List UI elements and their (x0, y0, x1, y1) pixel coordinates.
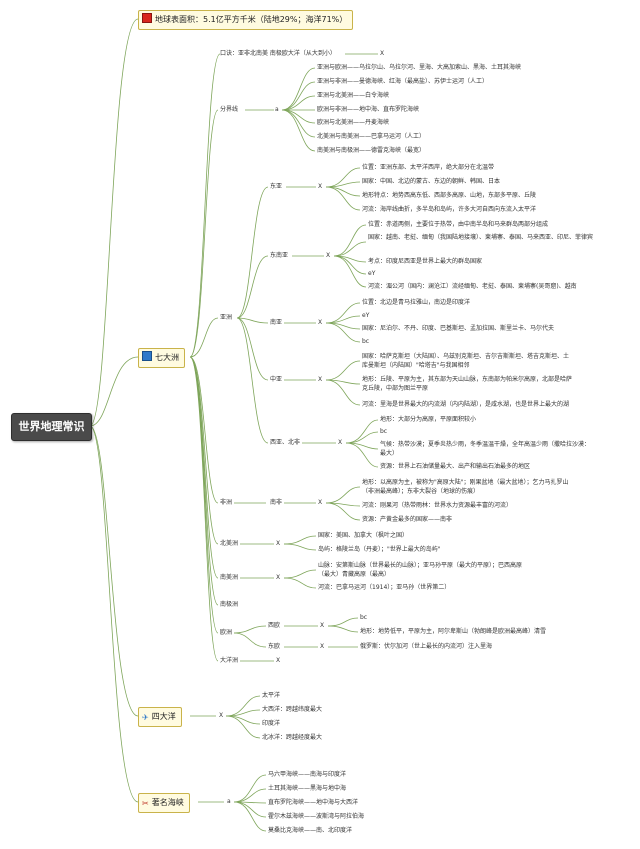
node-africa[interactable]: 非洲 (220, 499, 233, 506)
mnemonic-node[interactable]: 口诀：亚非北南美 南极欧大洋（从大到小） (220, 50, 336, 57)
leaf-node[interactable]: 欧洲与非洲——地中海、直布罗陀海峡 (317, 106, 420, 113)
node-antarctica[interactable]: 南极洲 (220, 601, 239, 608)
leaf-node[interactable]: 河流：湄公河（国内：澜沧江）流经缅甸、老挝、泰国、柬埔寨(吴哥窟)、越南 (368, 283, 577, 290)
node-western-europe[interactable]: 西欧 (268, 622, 281, 629)
leaf-node[interactable]: 地形：丘陵、平原为主，其东部为天山山脉，东南部为帕米尔高原，北部是哈萨 (362, 376, 573, 383)
leaf-node[interactable]: 俄罗斯：伏尔加河（世上最长的内流河）注入里海 (360, 643, 493, 650)
leaf-node[interactable]: 资源：产黄金最多的国家——南非 (362, 516, 453, 523)
leaf-node[interactable]: 资源：世界上石油储量最大、出产和输出石油最多的地区 (380, 463, 531, 470)
node-south-africa[interactable]: 南非 (270, 499, 283, 506)
leaf-node[interactable]: 位置：亚洲东部、太平洋西岸，绝大部分在北温带 (362, 164, 495, 171)
leaf-node[interactable]: 莫桑比克海峡——南、北印度洋 (268, 827, 353, 834)
topic-label: 地球表面积：5.1亿平方千米（陆地29%；海洋71%） (155, 15, 348, 24)
leaf-node[interactable]: 太平洋 (262, 692, 281, 699)
collapse-marker[interactable]: X (320, 643, 325, 650)
plane-icon: ✈ (142, 713, 149, 722)
collapse-marker[interactable]: X (338, 439, 343, 446)
collapse-marker[interactable]: a (227, 798, 231, 805)
node-eastern-europe[interactable]: 东欧 (268, 643, 281, 650)
leaf-node[interactable]: 北美洲与南美洲——巴拿马运河（人工） (317, 133, 426, 140)
node-europe[interactable]: 欧洲 (220, 629, 233, 636)
leaf-node[interactable]: 气候：热带沙漠；夏季炎热少雨，冬季温温干燥，全年高温少雨（撒哈拉沙漠： (380, 441, 591, 448)
flag-icon (142, 13, 152, 23)
topic-label: 四大洋 (151, 712, 176, 721)
collapse-marker[interactable]: X (219, 712, 224, 719)
tools-icon: ✂ (142, 799, 149, 808)
collapse-marker[interactable]: X (276, 540, 281, 547)
topic-label: 七大洲 (155, 353, 179, 362)
leaf-node[interactable]: bc (362, 338, 370, 345)
leaf-node[interactable]: 克丘陵，中部为图兰平原 (362, 385, 429, 392)
collapse-marker[interactable]: X (320, 622, 325, 629)
leaf-node[interactable]: 考点：印度尼西亚是世界上最大的群岛国家 (368, 258, 483, 265)
node-south-asia[interactable]: 南亚 (270, 319, 283, 326)
node-central-asia[interactable]: 中亚 (270, 376, 283, 383)
leaf-node[interactable]: 河流：巴拿马运河（1914）；亚马孙（世界第二） (318, 584, 451, 591)
leaf-node[interactable]: 欧洲与北美洲——丹麦海峡 (317, 119, 390, 126)
leaf-node[interactable]: 最大） (380, 450, 399, 457)
leaf-node[interactable]: 地形：以高原为主，被称为"高原大陆"；刚果盆地（最大盆地）；乞力马扎罗山 (362, 479, 569, 486)
collapse-marker[interactable]: X (380, 50, 385, 57)
leaf-node[interactable]: （非洲最高峰）；东非大裂谷（地球的伤痕） (362, 488, 480, 495)
collapse-marker[interactable]: X (326, 252, 331, 259)
node-asia[interactable]: 亚洲 (220, 314, 233, 321)
leaf-node[interactable]: 河流：里海是世界最大的内流湖（内内陆湖），是咸水湖，也是世界上最大的湖 (362, 401, 570, 408)
leaf-node[interactable]: 河流：海岸线曲折，多半岛和岛屿，许多大河自西向东流入太平洋 (362, 206, 537, 213)
collapse-marker[interactable]: X (318, 376, 323, 383)
leaf-node[interactable]: 国家：越南、老挝、缅甸（我国陆地接壤）、柬埔寨、泰国、马来西亚、印尼、菲律宾 (368, 234, 594, 241)
node-southeast-asia[interactable]: 东南亚 (270, 252, 289, 259)
leaf-node[interactable]: 亚洲与非洲——曼德海峡、红海（最高盐）、苏伊士运河（人工） (317, 78, 489, 85)
book-icon (142, 351, 152, 361)
root-topic[interactable]: 世界地理常识 (11, 413, 92, 441)
collapse-marker[interactable]: X (318, 183, 323, 190)
topic-surface-area[interactable]: 地球表面积：5.1亿平方千米（陆地29%；海洋71%） (138, 10, 354, 30)
leaf-node[interactable]: bc (380, 428, 388, 435)
leaf-node[interactable]: 直布罗陀海峡——地中海与大西洋 (268, 799, 359, 806)
leaf-node[interactable]: 地形特点：地势西高东低、西部多高原、山地，东部多平原、丘陵 (362, 192, 537, 199)
node-oceania[interactable]: 大洋洲 (220, 657, 239, 664)
collapse-marker[interactable]: a (275, 106, 279, 113)
leaf-node[interactable]: 印度洋 (262, 720, 281, 727)
topic-famous-straits[interactable]: ✂著名海峡 (138, 793, 190, 813)
leaf-node[interactable]: 南美洲与南极洲——德雷克海峡（最宽） (317, 147, 426, 154)
leaf-node[interactable]: 马六甲海峡——南海与印度洋 (268, 771, 347, 778)
node-east-asia[interactable]: 东亚 (270, 183, 283, 190)
leaf-node[interactable]: 库曼斯坦（内陆国）"哈塔吉"与我国相邻 (362, 362, 470, 369)
leaf-node[interactable]: 山脉：安第斯山脉（世界最长的山脉）；亚马孙平原（最大的平原）；巴西高原 (318, 562, 523, 569)
node-south-america[interactable]: 南美洲 (220, 574, 239, 581)
leaf-node[interactable]: 霍尔木兹海峡——波斯湾与阿拉伯海 (268, 813, 365, 820)
collapse-marker[interactable]: X (318, 499, 323, 506)
leaf-node[interactable]: bc (360, 614, 368, 621)
topic-seven-continents[interactable]: 七大洲 (138, 348, 185, 368)
leaf-node[interactable]: 位置：赤道两侧，主要位于热带，由中南半岛和马来群岛两部分组成 (368, 221, 549, 228)
collapse-marker[interactable]: X (318, 319, 323, 326)
leaf-node[interactable]: 岛屿：格陵兰岛（丹麦）；"世界上最大的岛屿" (318, 546, 441, 553)
leaf-node[interactable]: 土耳其海峡——黑海与地中海 (268, 785, 347, 792)
topic-label: 著名海峡 (151, 798, 184, 807)
leaf-node[interactable]: 亚洲与北美洲——白令海峡 (317, 92, 390, 99)
leaf-node[interactable]: 国家：美国、加拿大（枫叶之国） (318, 532, 409, 539)
leaf-node[interactable]: 亚洲与欧洲——乌拉尔山、乌拉尔河、里海、大高加索山、黑海、土耳其海峡 (317, 64, 522, 71)
leaf-node[interactable]: （最大）青藏高原（最高） (318, 571, 391, 578)
collapse-marker[interactable]: X (276, 657, 281, 664)
leaf-node[interactable]: eY (362, 312, 370, 319)
leaf-node[interactable]: 位置：北边是青马拉雅山，南边是印度洋 (362, 299, 471, 306)
collapse-marker[interactable]: X (276, 574, 281, 581)
leaf-node[interactable]: 大西洋：跨越纬度最大 (262, 706, 323, 713)
leaf-node[interactable]: 国家：哈萨克斯坦（大陆国）、乌兹别克斯坦、吉尔吉斯斯坦、塔吉克斯坦、土 (362, 353, 570, 360)
leaf-node[interactable]: 地形：大部分为高原，平原面积较小 (380, 416, 477, 423)
node-north-america[interactable]: 北美洲 (220, 540, 239, 547)
leaf-node[interactable]: 北冰洋：跨越经度最大 (262, 734, 323, 741)
leaf-node[interactable]: eY (368, 270, 376, 277)
node-boundaries[interactable]: 分界线 (220, 106, 239, 113)
leaf-node[interactable]: 地形：地势低平，平原为主，阿尔卑斯山（勃朗峰是欧洲最高峰）清雪 (360, 628, 547, 635)
topic-four-oceans[interactable]: ✈四大洋 (138, 707, 182, 727)
leaf-node[interactable]: 国家：尼泊尔、不丹、印度、巴基斯坦、孟加拉国、斯里兰卡、马尔代夫 (362, 325, 555, 332)
leaf-node[interactable]: 河流：刚果河（热带雨林：世界水力资源最丰富的河流） (362, 502, 513, 509)
leaf-node[interactable]: 国家：中国、北边的蒙古、东边的朝鲜、韩国、日本 (362, 178, 501, 185)
node-west-asia-north-africa[interactable]: 西亚、北非 (270, 439, 301, 446)
